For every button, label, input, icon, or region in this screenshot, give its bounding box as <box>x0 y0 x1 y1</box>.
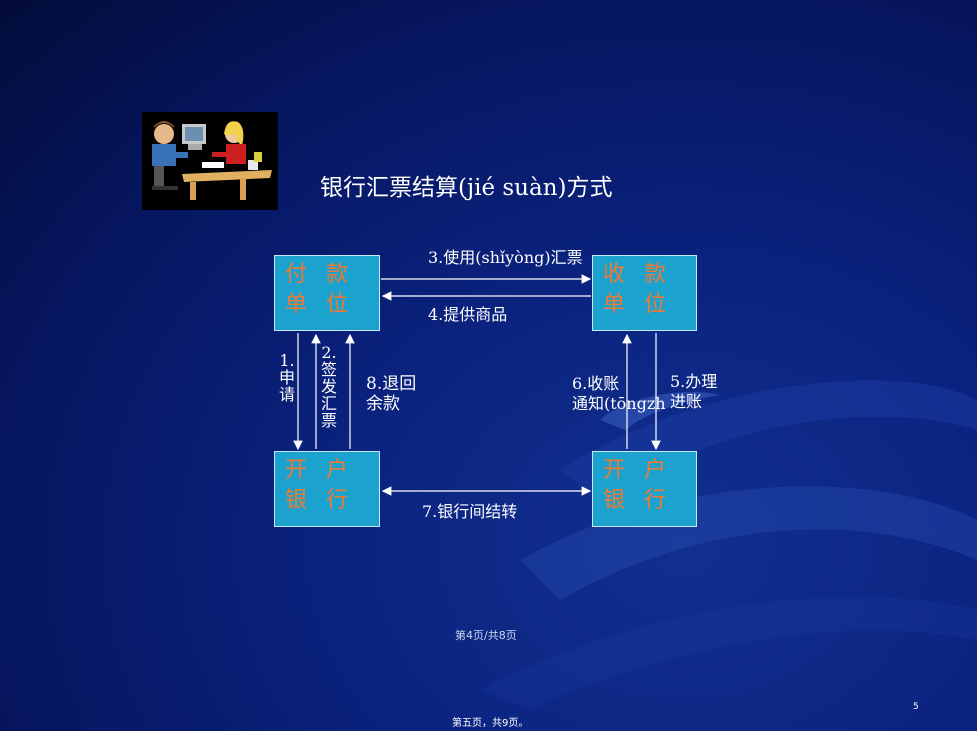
label-provide-goods: 4.提供商品 <box>428 305 508 324</box>
payee-unit-box: 收 款 单 位 <box>592 255 697 331</box>
label-refund: 8.退回 余款 <box>366 374 416 414</box>
payer-unit-box: 付 款 单 位 <box>274 255 380 331</box>
page-title: 银行汇票结算(jié suàn)方式 <box>320 175 613 201</box>
payer-line2: 单 位 <box>285 292 354 317</box>
label-process-line2: 进账 <box>670 392 703 411</box>
payer-line1: 付 款 <box>285 262 354 287</box>
payee-bank-box: 开 户 银 行 <box>592 451 697 527</box>
payer-bank-line2: 银 行 <box>285 488 354 513</box>
label-process: 5.办理 进账 <box>670 372 717 412</box>
label-apply: 1.申请 <box>278 351 295 404</box>
payee-bank-line2: 银 行 <box>603 488 672 513</box>
payer-bank-line1: 开 户 <box>285 458 354 483</box>
label-interbank: 7.银行间结转 <box>422 502 518 521</box>
slide-number: 5 <box>913 702 919 712</box>
page-info: 第4页/共8页 <box>455 629 517 642</box>
label-use-draft: 3.使用(shǐyòng)汇票 <box>428 248 583 267</box>
label-process-line1: 5.办理 <box>670 372 718 391</box>
label-receive-notice-line2: 通知(tōngzh <box>572 394 666 413</box>
label-issue-draft: 2.签发汇票 <box>320 343 337 430</box>
page-info-bottom: 第五页，共9页。 <box>452 718 529 729</box>
label-receive-notice: 6.收账 通知(tōngzh <box>572 374 666 414</box>
payee-bank-line1: 开 户 <box>603 458 672 483</box>
label-refund-line2: 余款 <box>366 394 400 414</box>
payee-line1: 收 款 <box>603 262 672 287</box>
payee-line2: 单 位 <box>603 292 672 317</box>
label-receive-notice-line1: 6.收账 <box>572 374 620 393</box>
payer-bank-box: 开 户 银 行 <box>274 451 380 527</box>
office-clipart-image <box>142 112 278 210</box>
label-refund-line1: 8.退回 <box>366 374 417 394</box>
